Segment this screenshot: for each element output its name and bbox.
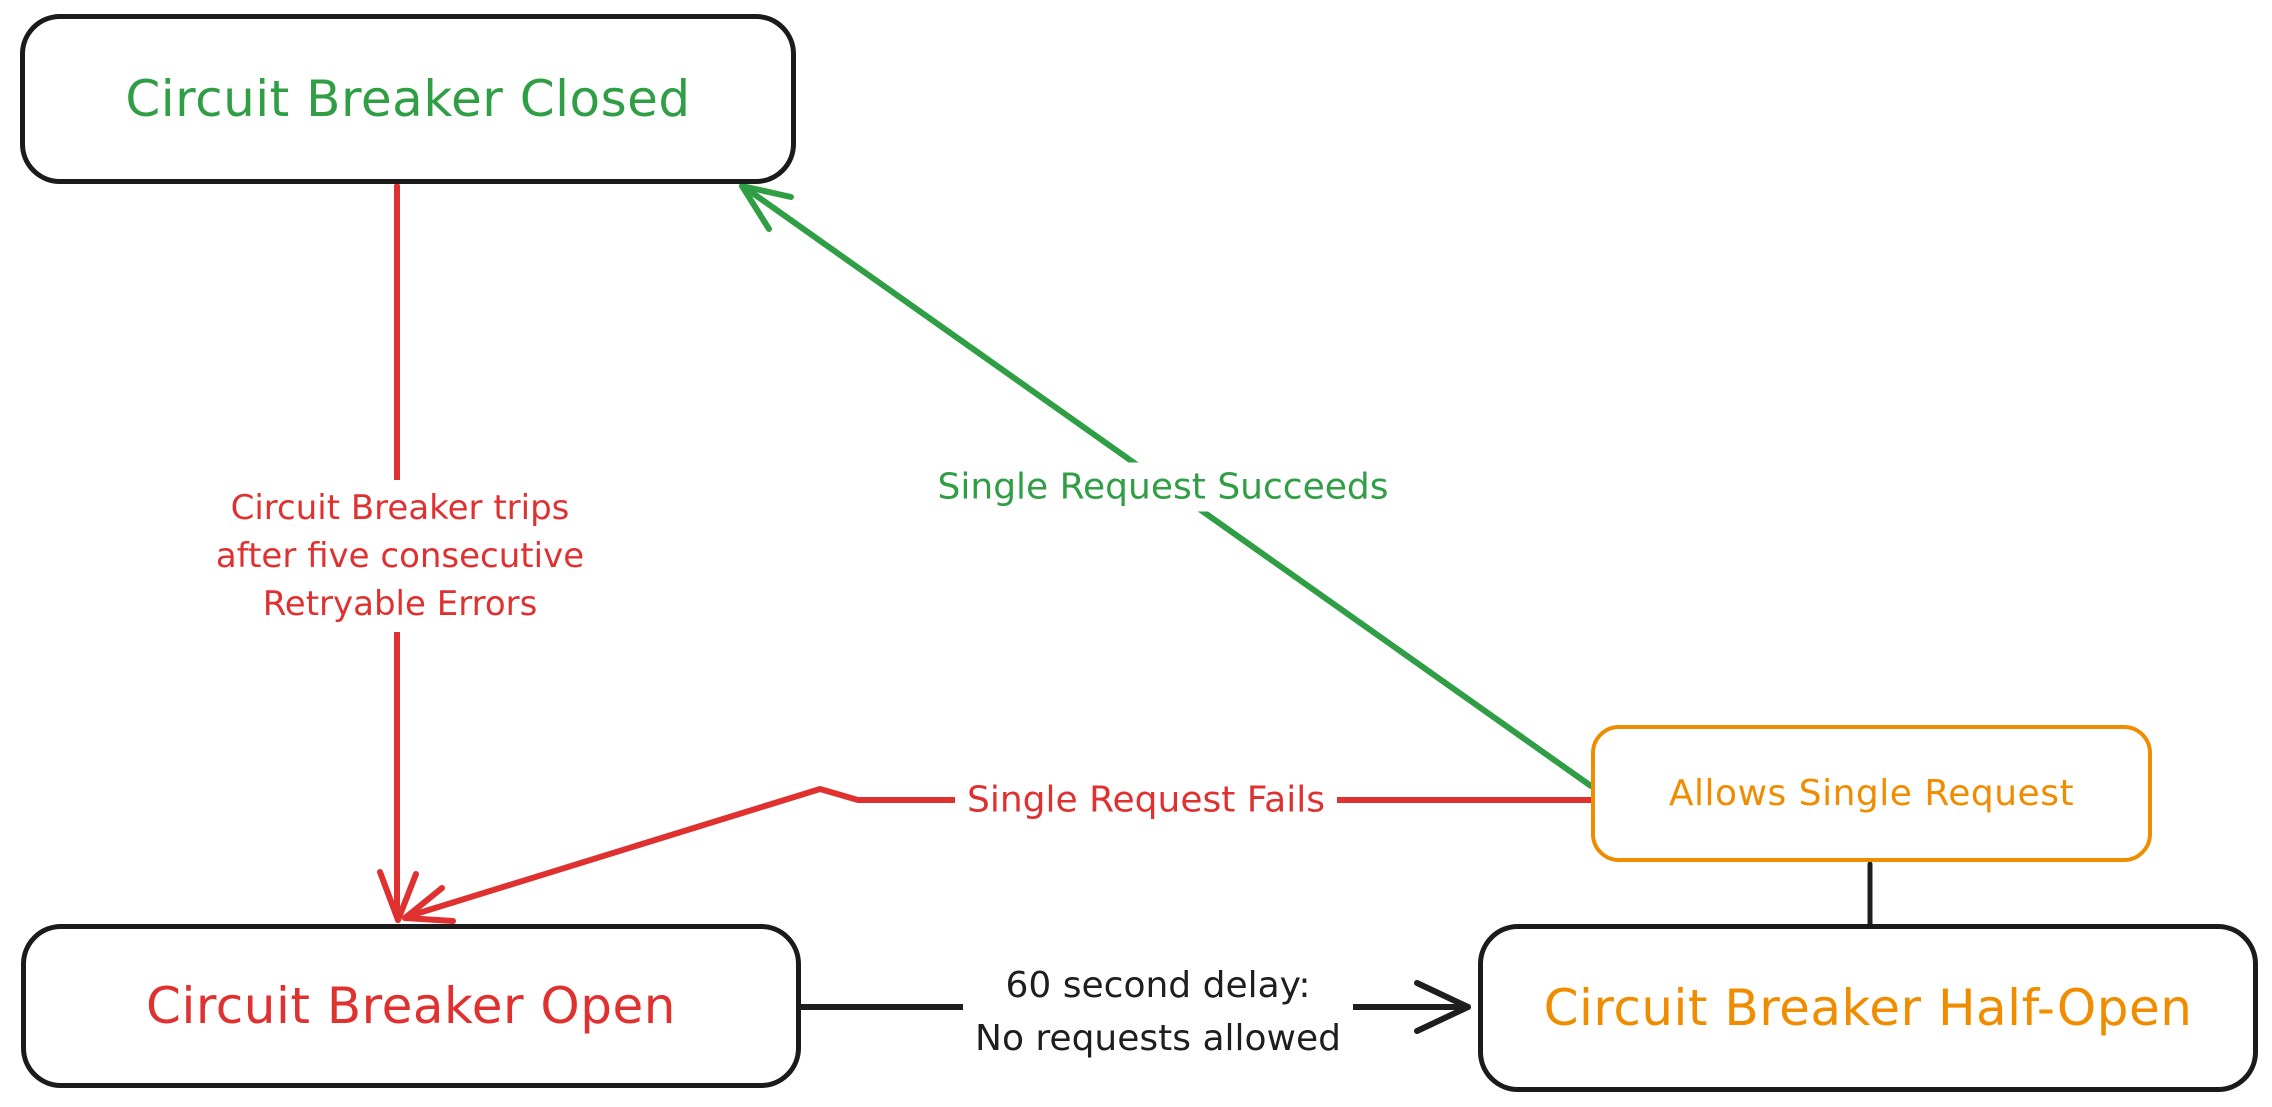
edge-label-trip-line3: Retryable Errors bbox=[262, 584, 538, 624]
edge-label-trip-line1: Circuit Breaker trips bbox=[230, 488, 570, 528]
edge-label-delay: 60 second delay: No requests allowed bbox=[963, 955, 1353, 1069]
node-allows-label: Allows Single Request bbox=[1668, 773, 2075, 814]
node-closed-label: Circuit Breaker Closed bbox=[125, 70, 691, 128]
node-open-label: Circuit Breaker Open bbox=[146, 977, 676, 1035]
node-circuit-breaker-half-open: Circuit Breaker Half-Open bbox=[1478, 924, 2258, 1092]
node-half-open-label: Circuit Breaker Half-Open bbox=[1543, 979, 2193, 1037]
edge-label-succeeds: Single Request Succeeds bbox=[925, 462, 1401, 512]
node-circuit-breaker-open: Circuit Breaker Open bbox=[21, 924, 801, 1088]
node-circuit-breaker-closed: Circuit Breaker Closed bbox=[20, 14, 796, 184]
edge-label-trip: Circuit Breaker trips after five consecu… bbox=[203, 480, 597, 632]
edge-label-trip-line2: after five consecutive bbox=[215, 536, 585, 576]
node-allows-single-request: Allows Single Request bbox=[1591, 725, 2152, 862]
edge-label-delay-line2: No requests allowed bbox=[975, 1018, 1341, 1059]
edge-label-fails: Single Request Fails bbox=[954, 775, 1338, 825]
edge-label-delay-line1: 60 second delay: bbox=[1005, 965, 1311, 1006]
